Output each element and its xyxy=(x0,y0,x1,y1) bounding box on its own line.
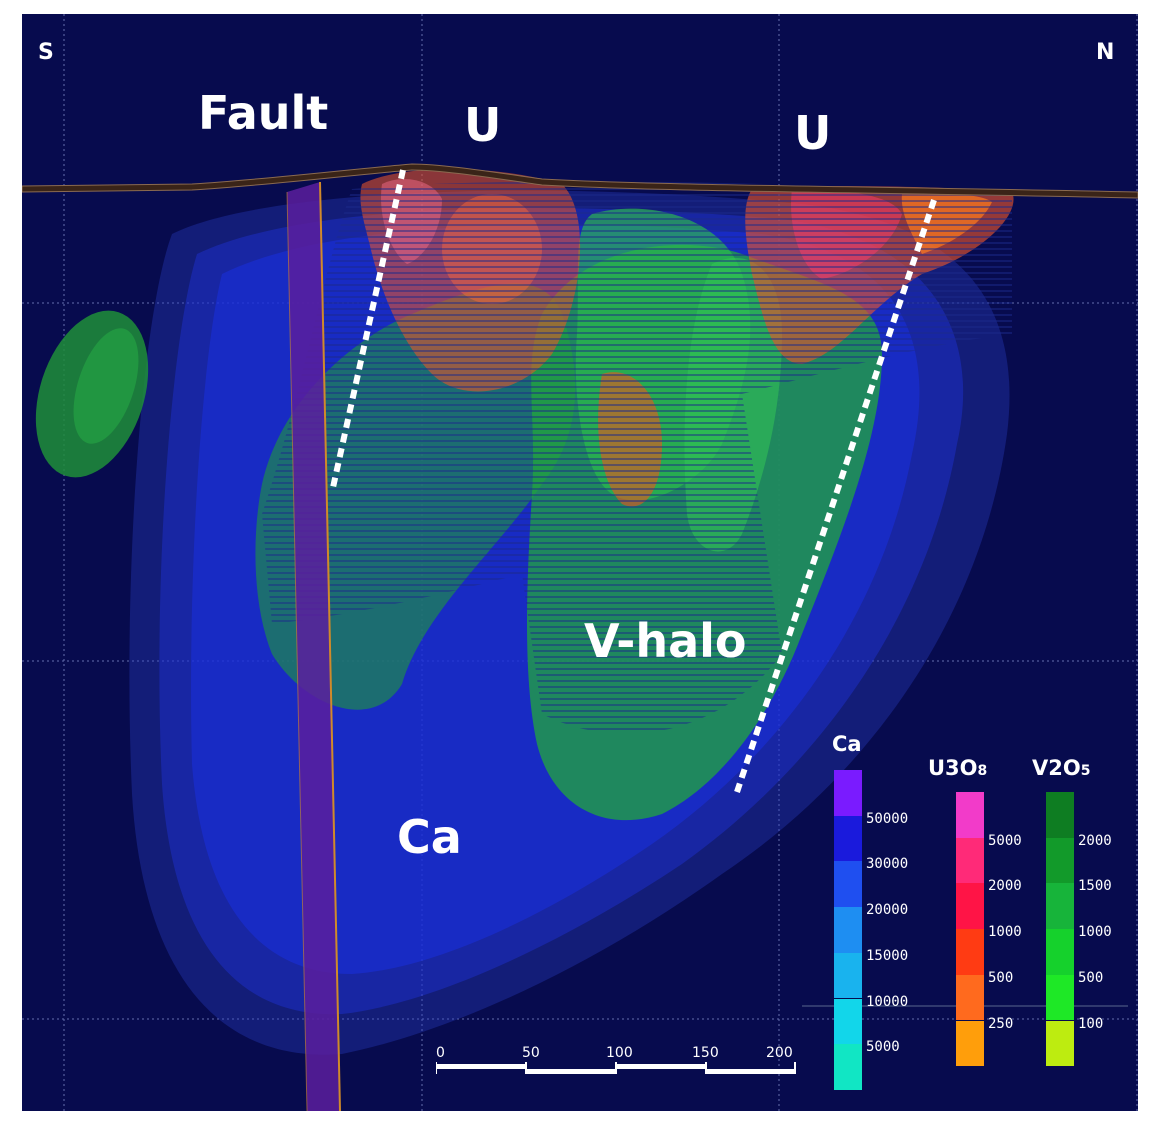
v2o5-swatch xyxy=(1046,1020,1074,1067)
ca-swatch xyxy=(834,861,862,908)
u3o8-swatch xyxy=(956,974,984,1021)
legend-v2o5-title: V2O5 xyxy=(1032,756,1091,780)
v2o5-tick-label: 1500 xyxy=(1078,878,1112,895)
v2o5-tick-label: 2000 xyxy=(1078,832,1112,849)
ca-swatch xyxy=(834,770,862,816)
v2o5-swatch xyxy=(1046,883,1074,930)
ca-tick-label: 50000 xyxy=(866,810,909,827)
v-halo-label: V-halo xyxy=(584,614,747,668)
u3o8-swatch xyxy=(956,929,984,975)
south-label: S xyxy=(38,40,54,65)
u3o8-tick-label: 5000 xyxy=(988,832,1022,849)
scale-bar-label: 150 xyxy=(692,1045,719,1061)
u3o8-tick-label: 500 xyxy=(988,969,1014,986)
fault-plane xyxy=(286,181,341,1111)
ground-surface xyxy=(22,163,1138,199)
u3o8-tick-label: 250 xyxy=(988,1015,1014,1032)
legend-ca-title: Ca xyxy=(832,732,862,756)
v2o5-tick-label: 500 xyxy=(1078,969,1104,986)
u-label-right: U xyxy=(794,106,832,160)
scale-bar-label: 200 xyxy=(766,1045,793,1061)
ca-swatch xyxy=(834,907,862,953)
cross-section-diagram xyxy=(22,14,1138,1111)
fault-label: Fault xyxy=(198,86,329,140)
v2o5-tick-label: 1000 xyxy=(1078,924,1112,941)
u3o8-swatch xyxy=(956,837,984,884)
ca-swatch xyxy=(834,815,862,862)
ca-swatch xyxy=(834,952,862,999)
u3o8-swatch xyxy=(956,1020,984,1067)
scale-bar-label: 50 xyxy=(522,1045,540,1061)
u3o8-tick-label: 2000 xyxy=(988,878,1022,895)
v2o5-swatch xyxy=(1046,792,1074,838)
ca-label: Ca xyxy=(397,810,462,864)
u3o8-swatch xyxy=(956,792,984,838)
ca-swatch xyxy=(834,998,862,1045)
scale-bar-label: 100 xyxy=(606,1045,633,1061)
scale-bar-label: 0 xyxy=(436,1045,445,1061)
u3o8-tick-label: 1000 xyxy=(988,924,1022,941)
v2o5-tick-label: 100 xyxy=(1078,1015,1104,1032)
scale-bar-graphic xyxy=(436,1062,796,1074)
ca-tick-label: 15000 xyxy=(866,947,909,964)
v2o5-swatch xyxy=(1046,974,1074,1021)
legend-u3o8-title: U3O8 xyxy=(928,756,988,780)
ca-tick-label: 10000 xyxy=(866,993,909,1010)
u-label-left: U xyxy=(464,98,502,152)
v2o5-swatch xyxy=(1046,837,1074,884)
ca-swatch xyxy=(834,1044,862,1090)
u3o8-swatch xyxy=(956,883,984,930)
north-label: N xyxy=(1096,40,1115,65)
ca-tick-label: 30000 xyxy=(866,856,909,873)
ca-tick-label: 5000 xyxy=(866,1039,900,1056)
dotted-line-left xyxy=(329,169,406,493)
ca-tick-label: 20000 xyxy=(866,902,909,919)
v2o5-swatch xyxy=(1046,929,1074,975)
